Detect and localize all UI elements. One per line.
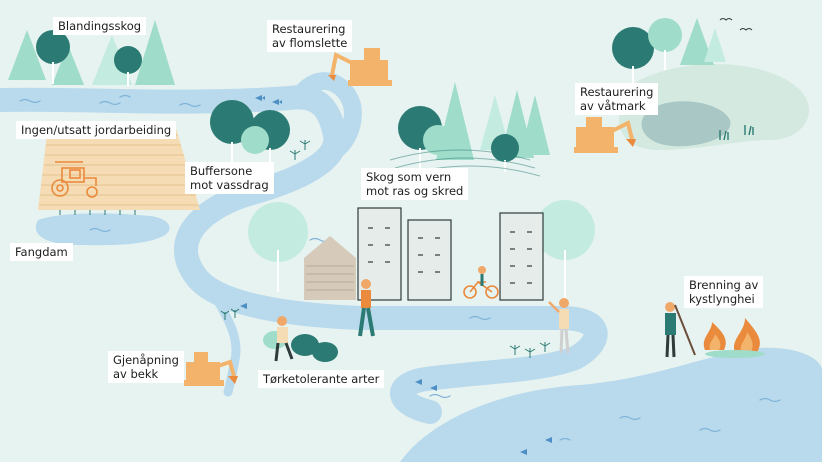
- label-brenning-kystlynghei: Brenning av kystlynghei: [684, 276, 764, 308]
- wetland-trees: [612, 18, 726, 86]
- water-ripples: [19, 94, 781, 441]
- excavator-icon: [184, 48, 636, 386]
- fangdam-pond: [35, 213, 170, 246]
- label-restaurering-vatmark: Restaurering av våtmark: [575, 83, 659, 115]
- river: [0, 72, 608, 424]
- protection-forest: [389, 82, 550, 177]
- buffer-trees: [210, 100, 290, 166]
- label-skog-som-vern: Skog som vern mot ras og skred: [361, 168, 469, 200]
- drought-tolerant-plants: [263, 331, 338, 362]
- label-buffersone: Buffersone mot vassdrag: [185, 162, 274, 194]
- mixed-forest: [8, 20, 175, 86]
- lake: [400, 347, 822, 462]
- tractor-icon: [51, 161, 98, 198]
- label-blandingsskog: Blandingsskog: [53, 17, 147, 35]
- label-restaurering-flomslette: Restaurering av flomslette: [267, 20, 353, 52]
- bicycle-icon: [463, 266, 499, 299]
- birds: [719, 18, 753, 31]
- fish-icon: [240, 95, 552, 455]
- farm-field: [38, 125, 200, 210]
- label-fangdam: Fangdam: [10, 243, 73, 261]
- label-jordarbeiding: Ingen/utsatt jordarbeiding: [16, 121, 177, 139]
- label-torketolerante-arter: Tørketolerante arter: [258, 370, 385, 388]
- label-gjenapning-bekk: Gjenåpning av bekk: [108, 351, 184, 383]
- town-trees: [248, 200, 595, 300]
- people: [274, 279, 696, 362]
- wetland: [619, 63, 809, 150]
- fire-icon: [703, 318, 765, 358]
